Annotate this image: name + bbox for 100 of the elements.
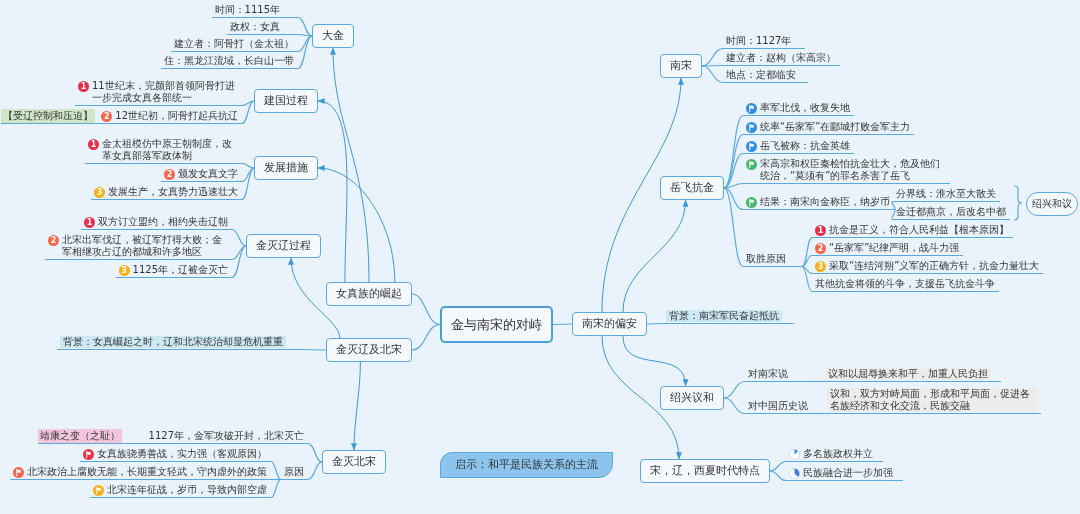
subtopic-text: 采取“连结河朔”义军的正确方针，抗金力量壮大 — [829, 260, 1040, 272]
number-marker: 1 — [84, 216, 95, 228]
topic-box — [660, 54, 702, 78]
subtopic-text: 原因 — [284, 466, 304, 478]
topic-title: 女真族的崛起 — [336, 287, 402, 301]
subtopic — [786, 446, 883, 462]
summary-pill — [1026, 192, 1078, 216]
topic-title: 金灭辽及北宋 — [336, 343, 402, 357]
branch-line — [769, 470, 787, 482]
number-marker: 1 — [88, 138, 99, 150]
branch-line — [723, 187, 744, 268]
subtopic — [663, 308, 794, 324]
subtopic-text: 宋高宗和权臣秦桧怕抗金壮大，危及他们统治，“莫须有”的罪名杀害了岳飞 — [760, 158, 941, 182]
branch-line — [801, 254, 813, 268]
topic-box — [322, 450, 386, 474]
subtopic — [822, 366, 1001, 382]
topic-box — [254, 89, 318, 113]
branch-line — [241, 167, 255, 201]
subtopic-text: 12世纪初，阿骨打起兵抗辽 — [115, 110, 238, 122]
arrow — [622, 199, 688, 313]
topic-title: 大金 — [322, 29, 344, 43]
subtopic-text: 率军北伐，收复失地 — [760, 102, 850, 114]
branch-line — [723, 114, 744, 189]
subtopic-text: 建立者：阿骨打（金太祖） — [174, 38, 294, 50]
branch-line — [241, 100, 255, 125]
topic-box — [326, 338, 412, 362]
branch-line — [801, 236, 813, 268]
subtopic — [812, 258, 1044, 274]
subtopic — [281, 464, 308, 480]
branch-line — [723, 380, 746, 399]
subtopic — [90, 482, 271, 498]
subtopic — [812, 240, 964, 256]
subtopic-text: 1127年，金军攻破开封，北宋灭亡 — [148, 430, 304, 442]
subtopic-text: 取胜原因 — [746, 253, 786, 265]
subtopic-text: 北宋政治上腐败无能，长期重文轻武，守内虚外的政策 — [27, 466, 267, 478]
subtopic — [743, 119, 915, 135]
subtopic-text: 地点：定都临安 — [726, 69, 796, 81]
subtopic-text: 民族融合进一步加强 — [803, 467, 893, 479]
subtopic-text: 住：黑龙江流域，长白山一带 — [164, 55, 294, 67]
arrow — [330, 47, 370, 283]
subtopic — [893, 186, 1000, 202]
topic-title: 南宋的偏安 — [582, 317, 637, 331]
subtopic — [786, 465, 903, 481]
subtopic-text: 对中国历史说 — [748, 400, 808, 412]
branch-line — [297, 35, 313, 53]
subtopic — [743, 194, 894, 210]
subtopic — [743, 100, 854, 116]
subtopic — [171, 36, 298, 52]
highlight-label: 【受辽控制和压迫】 — [1, 109, 96, 124]
subtopic — [812, 276, 999, 292]
number-marker: 1 — [78, 80, 89, 92]
subtopic-text: 金迁都燕京，后改名中都 — [896, 206, 1006, 218]
number-marker: 2 — [164, 168, 175, 180]
number-marker: 2 — [48, 234, 59, 246]
subtopic — [91, 184, 242, 200]
branch-line — [891, 208, 896, 221]
arrow — [317, 165, 396, 283]
subtopic — [75, 78, 242, 106]
subtopic-text: 建立者：赵构（宋高宗） — [726, 52, 836, 64]
subtopic-text: 抗金是正义，符合人民利益【根本原因】 — [829, 224, 1009, 236]
branch-line — [411, 293, 441, 326]
branch-line — [270, 478, 282, 499]
arrow — [317, 99, 348, 283]
branch-line — [297, 35, 313, 70]
subtopic — [723, 67, 808, 83]
arrow — [601, 77, 684, 313]
subtopic-text: 女真族骁勇善战，实力强（客观原因） — [97, 448, 267, 460]
arrow — [288, 257, 341, 339]
subtopic-text: 结果：南宋向金称臣，纳岁币 — [760, 196, 890, 208]
branch-line — [231, 245, 247, 279]
subtopic — [161, 53, 298, 69]
number-marker: 2 — [101, 110, 113, 122]
subtopic-text: 分界线：淮水至大散关 — [896, 188, 996, 200]
subtopic — [81, 214, 232, 230]
subtopic-text: 双方订立盟约，相约夹击辽朝 — [98, 216, 228, 228]
branch-line — [241, 162, 255, 169]
subtopic — [893, 204, 1010, 220]
central-topic-box — [440, 306, 553, 343]
subtopic — [723, 33, 806, 49]
branch-line — [723, 187, 744, 211]
number-marker: 3 — [118, 264, 130, 276]
subtopic — [10, 464, 271, 480]
subtopic — [743, 138, 854, 154]
branch-line — [270, 460, 282, 481]
highlighted-note: 议和，双方对峙局面，形成和平局面，促进各名族经济和文化交流，民族交融 — [827, 388, 1037, 412]
topic-title: 金与南宋的对峙 — [451, 316, 542, 333]
subtopic — [121, 428, 308, 444]
branch-line — [646, 322, 664, 325]
branch-line — [299, 348, 327, 351]
summary-text: 绍兴和议 — [1032, 198, 1072, 210]
number-marker: 1 — [815, 224, 826, 236]
branch-line — [241, 167, 255, 183]
topic-title: 建国过程 — [264, 94, 308, 108]
highlighted-note: 背景：女真崛起之时，辽和北宋统治却显危机重重 — [60, 336, 286, 348]
branch-line — [307, 442, 323, 463]
branch-line — [297, 16, 313, 37]
branch-line — [723, 133, 744, 189]
branch-line — [811, 380, 823, 383]
subtopic-text: 政权：女真 — [230, 21, 280, 33]
branch-line — [723, 397, 746, 415]
